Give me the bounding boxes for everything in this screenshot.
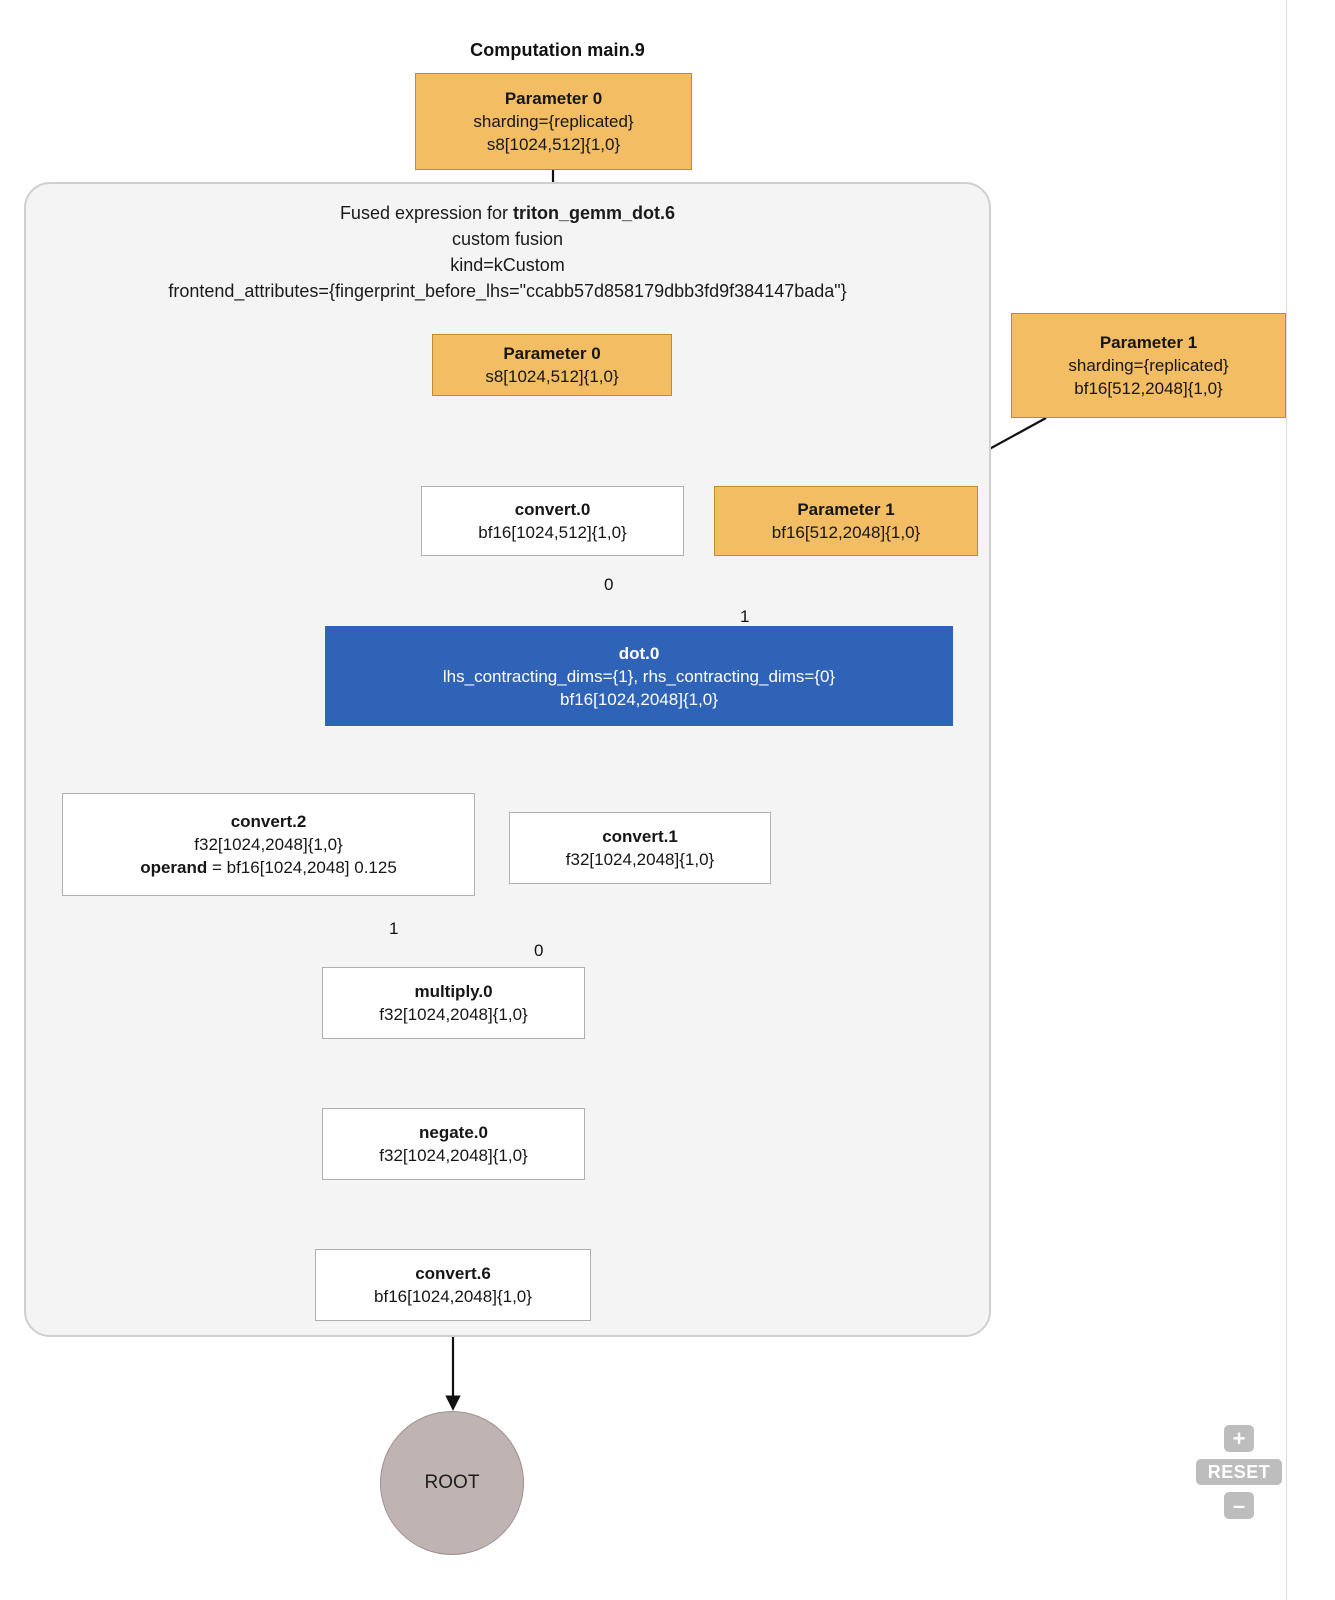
node-shape: f32[1024,2048]{1,0}	[565, 850, 715, 869]
node-title: Parameter 0	[504, 89, 603, 108]
node-multiply-0[interactable]: multiply.0 f32[1024,2048]{1,0}	[322, 967, 585, 1039]
node-shape: s8[1024,512]{1,0}	[485, 367, 619, 386]
node-inner-parameter-1[interactable]: Parameter 1 bf16[512,2048]{1,0}	[714, 486, 978, 556]
node-shape: bf16[512,2048]{1,0}	[1074, 379, 1223, 398]
node-operand-value: = bf16[1024,2048] 0.125	[207, 858, 397, 877]
edge-label-multiply-lhs: 1	[389, 919, 399, 938]
node-title: convert.6	[415, 1264, 491, 1283]
node-shape: bf16[512,2048]{1,0}	[771, 523, 921, 542]
node-shape: s8[1024,512]{1,0}	[486, 135, 621, 154]
node-title: multiply.0	[414, 982, 493, 1001]
node-title: dot.0	[618, 643, 660, 663]
fusion-frontend-attributes: frontend_attributes={fingerprint_before_…	[168, 281, 847, 301]
node-root[interactable]: ROOT	[380, 1411, 524, 1555]
zoom-controls[interactable]: + RESET –	[1196, 1425, 1282, 1519]
node-title: convert.1	[602, 827, 678, 846]
node-shape: f32[1024,2048]{1,0}	[194, 835, 343, 854]
fusion-kind-line1: custom fusion	[451, 229, 564, 249]
node-inner-parameter-0[interactable]: Parameter 0 s8[1024,512]{1,0}	[432, 334, 672, 396]
node-negate-0[interactable]: negate.0 f32[1024,2048]{1,0}	[322, 1108, 585, 1180]
node-sharding: sharding={replicated}	[1068, 356, 1229, 375]
node-convert-0[interactable]: convert.0 bf16[1024,512]{1,0}	[421, 486, 684, 556]
node-title: convert.2	[230, 812, 307, 831]
fusion-header-target: triton_gemm_dot.6	[513, 203, 676, 223]
node-operand: operand = bf16[1024,2048] 0.125	[73, 856, 464, 879]
node-title: convert.0	[514, 500, 591, 519]
node-outer-parameter-1[interactable]: Parameter 1 sharding={replicated} bf16[5…	[1011, 313, 1286, 418]
node-convert-6[interactable]: convert.6 bf16[1024,2048]{1,0}	[315, 1249, 591, 1321]
node-operand-label: operand	[140, 858, 208, 877]
viewport-right-divider	[1286, 0, 1287, 1600]
node-shape: bf16[1024,2048]{1,0}	[374, 1287, 532, 1306]
fusion-kind-line2: kind=kCustom	[450, 255, 565, 275]
node-title: negate.0	[419, 1123, 488, 1142]
node-sharding: sharding={replicated}	[473, 112, 634, 131]
fusion-cluster-label: Fused expression for triton_gemm_dot.6 c…	[26, 200, 989, 304]
page-title: Computation main.9	[470, 40, 645, 60]
node-root-label: ROOT	[424, 1472, 480, 1493]
zoom-in-button[interactable]: +	[1224, 1425, 1254, 1452]
node-shape: bf16[1024,2048]{1,0}	[560, 689, 718, 709]
node-dot-0[interactable]: dot.0 lhs_contracting_dims={1}, rhs_cont…	[325, 626, 953, 726]
zoom-out-button[interactable]: –	[1224, 1492, 1254, 1519]
node-shape: f32[1024,2048]{1,0}	[379, 1146, 528, 1165]
node-convert-1[interactable]: convert.1 f32[1024,2048]{1,0}	[509, 812, 771, 884]
node-title: Parameter 1	[1099, 333, 1198, 352]
node-title: Parameter 0	[503, 344, 601, 363]
edge-label-multiply-rhs: 0	[534, 941, 544, 960]
edge-label-dot-rhs: 1	[740, 607, 750, 626]
node-shape: bf16[1024,512]{1,0}	[478, 523, 627, 542]
zoom-reset-button[interactable]: RESET	[1196, 1459, 1282, 1485]
node-convert-2[interactable]: convert.2 f32[1024,2048]{1,0} operand = …	[62, 793, 475, 896]
edge-label-dot-lhs: 0	[604, 575, 614, 594]
fusion-header-prefix: Fused expression for	[339, 203, 514, 223]
node-contracting-dims: lhs_contracting_dims={1}, rhs_contractin…	[442, 666, 836, 686]
node-outer-parameter-0[interactable]: Parameter 0 sharding={replicated} s8[102…	[415, 73, 692, 170]
node-shape: f32[1024,2048]{1,0}	[379, 1005, 528, 1024]
node-title: Parameter 1	[797, 500, 895, 519]
